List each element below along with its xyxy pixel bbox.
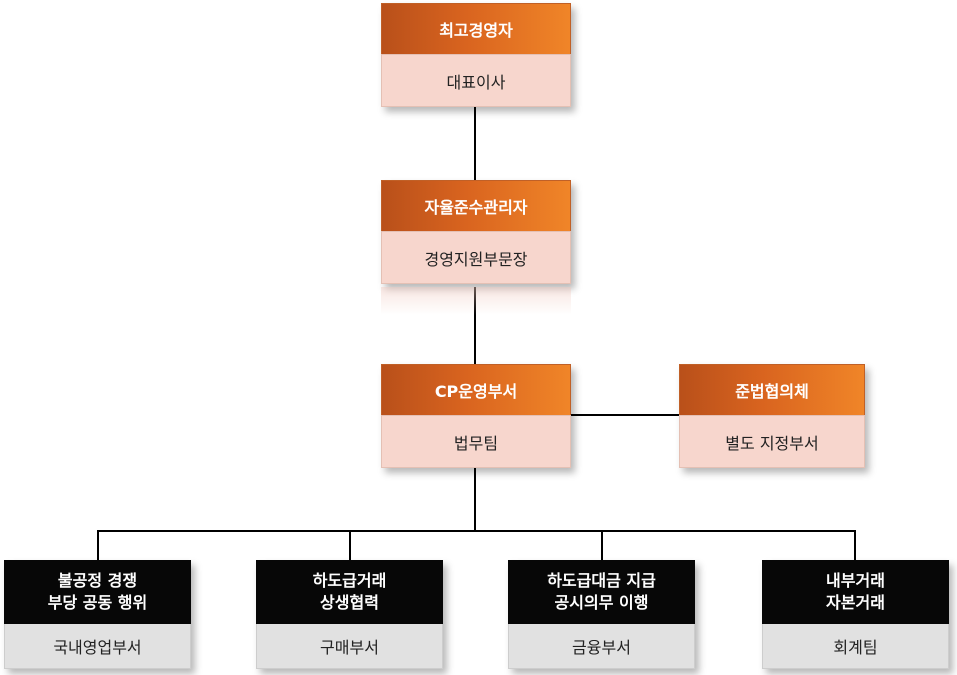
connector-branch-accounting <box>854 530 856 560</box>
connector-branch-domestic <box>97 530 99 560</box>
finance-title: 하도급대금 지급 공시의무 이행 <box>508 560 695 624</box>
cp-operation-unit: 법무팀 <box>381 415 571 468</box>
domestic-sales-title: 불공정 경쟁 부당 공동 행위 <box>4 560 191 624</box>
purchasing-title: 하도급거래 상생협력 <box>256 560 443 624</box>
accounting-title-line1: 내부거래 <box>826 571 885 590</box>
domestic-sales-title-line2: 부당 공동 행위 <box>47 593 148 612</box>
accounting-title-line2: 자본거래 <box>826 593 885 612</box>
domestic-sales-node: 불공정 경쟁 부당 공동 행위 국내영업부서 <box>4 560 191 669</box>
ceo-node: 최고경영자 대표이사 <box>381 3 571 107</box>
compliance-manager-node: 자율준수관리자 경영지원부문장 <box>381 180 571 284</box>
law-council-node: 준법협의체 별도 지정부서 <box>679 364 865 468</box>
compliance-manager-unit: 경영지원부문장 <box>381 231 571 284</box>
compliance-manager-reflection <box>381 287 571 315</box>
connector-cp-council <box>571 414 679 416</box>
ceo-title: 최고경영자 <box>381 3 571 54</box>
finance-title-line2: 공시의무 이행 <box>554 593 649 612</box>
ceo-unit: 대표이사 <box>381 54 571 107</box>
purchasing-unit: 구매부서 <box>256 624 443 669</box>
accounting-node: 내부거래 자본거래 회계팀 <box>762 560 949 669</box>
accounting-title: 내부거래 자본거래 <box>762 560 949 624</box>
cp-operation-title: CP운영부서 <box>381 364 571 415</box>
domestic-sales-title-line1: 불공정 경쟁 <box>57 571 138 590</box>
purchasing-node: 하도급거래 상생협력 구매부서 <box>256 560 443 669</box>
connector-horizontal-branch <box>97 530 856 532</box>
finance-unit: 금융부서 <box>508 624 695 669</box>
connector-ceo-manager <box>474 105 476 181</box>
accounting-unit: 회계팀 <box>762 624 949 669</box>
finance-node: 하도급대금 지급 공시의무 이행 금융부서 <box>508 560 695 669</box>
cp-operation-node: CP운영부서 법무팀 <box>381 364 571 468</box>
purchasing-title-line1: 하도급거래 <box>312 571 387 590</box>
connector-branch-purchasing <box>349 530 351 560</box>
law-council-unit: 별도 지정부서 <box>679 415 865 468</box>
law-council-title: 준법협의체 <box>679 364 865 415</box>
domestic-sales-unit: 국내영업부서 <box>4 624 191 669</box>
connector-branch-finance <box>601 530 603 560</box>
connector-manager-cp <box>474 287 476 364</box>
finance-title-line1: 하도급대금 지급 <box>547 571 656 590</box>
connector-cp-depts <box>474 468 476 531</box>
purchasing-title-line2: 상생협력 <box>320 593 379 612</box>
compliance-manager-title: 자율준수관리자 <box>381 180 571 231</box>
